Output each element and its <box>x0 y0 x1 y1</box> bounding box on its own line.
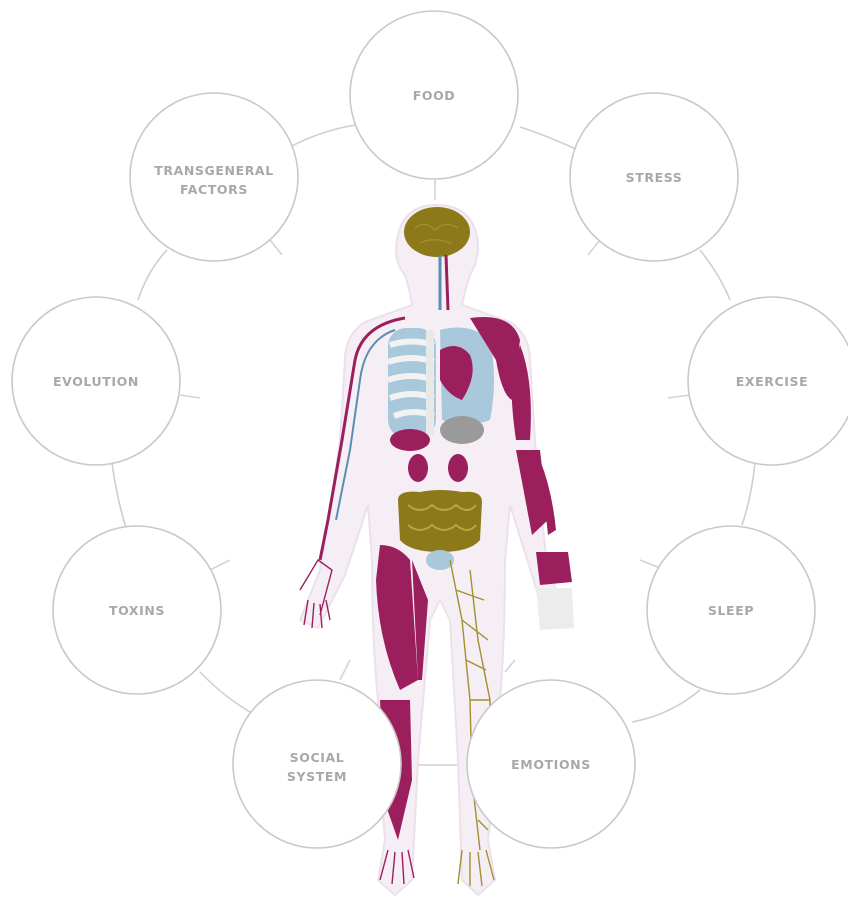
kidney-right <box>448 454 468 482</box>
circle-evolution: EVOLUTION <box>12 297 180 465</box>
label-toxins: TOXINS <box>109 603 165 618</box>
stomach <box>440 416 484 444</box>
label-social-system-line2: SYSTEM <box>287 769 347 784</box>
label-evolution: EVOLUTION <box>53 374 139 389</box>
label-transgeneral-factors-line1: TRANSGENERAL <box>154 163 274 178</box>
label-social-system-line1: SOCIAL <box>290 750 345 765</box>
circle-sleep: SLEEP <box>647 526 815 694</box>
brain <box>404 207 470 257</box>
label-exercise: EXERCISE <box>736 374 809 389</box>
kidney-left <box>408 454 428 482</box>
label-stress: STRESS <box>626 170 683 185</box>
label-sleep: SLEEP <box>708 603 754 618</box>
label-transgeneral-factors-line2: FACTORS <box>180 182 248 197</box>
circle-stress: STRESS <box>570 93 738 261</box>
bladder <box>426 550 454 570</box>
circle-food: FOOD <box>350 11 518 179</box>
circle-toxins: TOXINS <box>53 526 221 694</box>
liver <box>390 429 430 451</box>
circle-exercise: EXERCISE <box>688 297 848 465</box>
label-emotions: EMOTIONS <box>511 757 591 772</box>
intestines <box>398 490 482 552</box>
circle-emotions: EMOTIONS <box>467 680 635 848</box>
circle-transgeneral-factors: TRANSGENERAL FACTORS <box>130 93 298 261</box>
circle-social-system: SOCIAL SYSTEM <box>233 680 401 848</box>
label-food: FOOD <box>413 88 456 103</box>
ribcage <box>388 328 436 438</box>
